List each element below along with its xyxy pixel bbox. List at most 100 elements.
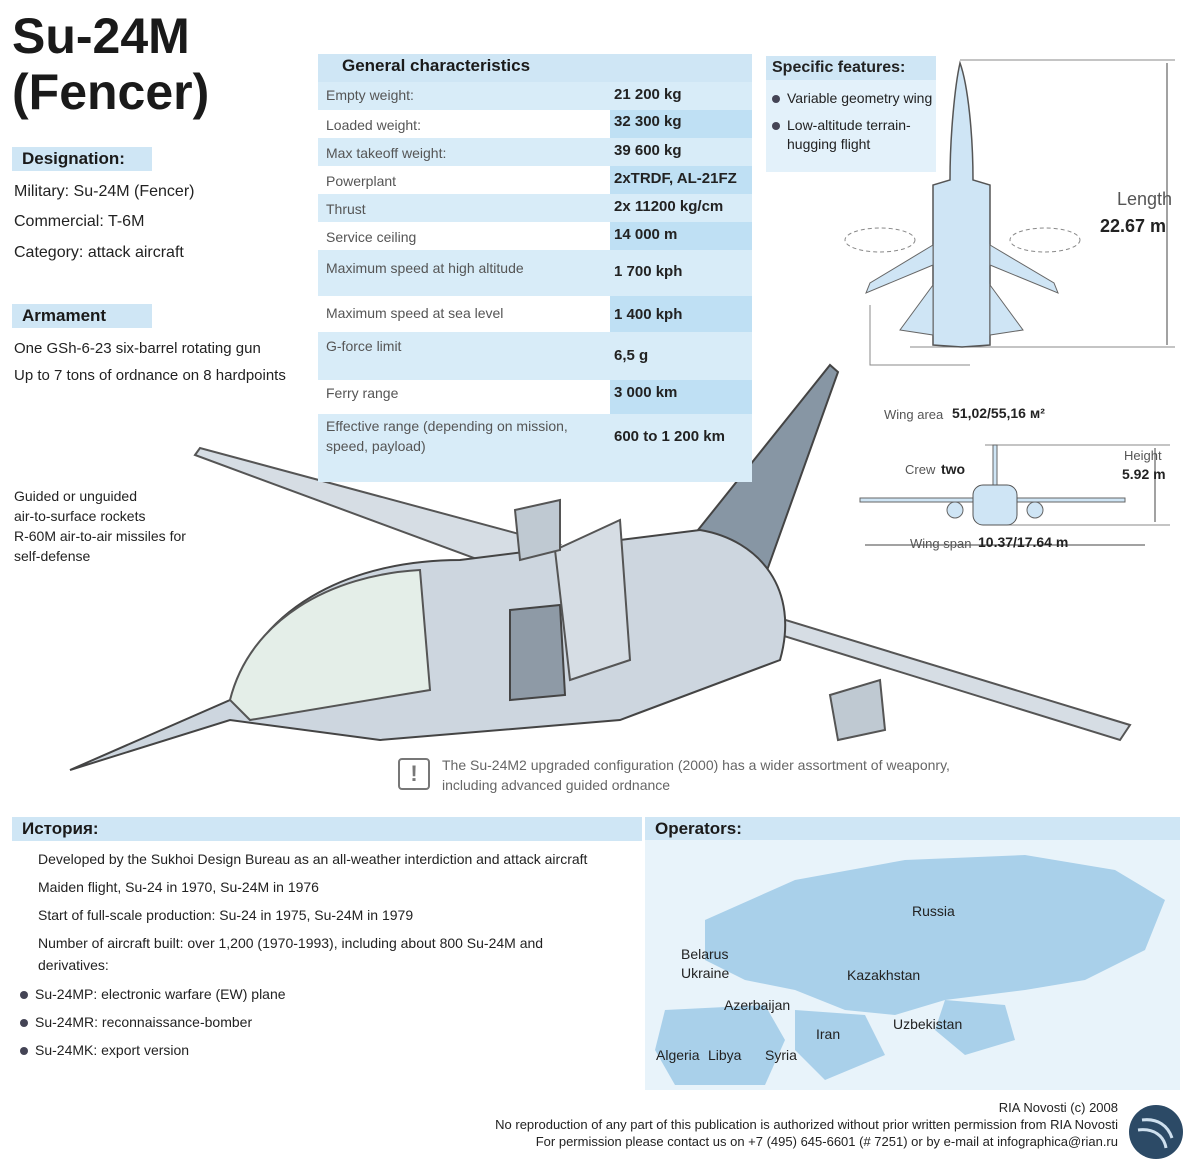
rockets-line: Guided or unguided — [14, 488, 137, 504]
row-label: Maximum speed at sea level — [326, 305, 504, 321]
row-value: 600 to 1 200 km — [614, 428, 725, 445]
armament-line: Up to 7 tons of ordnance on 8 hardpoints — [14, 367, 286, 384]
row-label: Loaded weight: — [326, 117, 421, 133]
table-row: Effective range (depending on mission, s… — [318, 414, 752, 482]
history-bullet: Su-24MR: reconnaissance-bomber — [20, 1013, 252, 1032]
bullet-icon — [20, 991, 28, 1000]
wing-span-value: 10.37/17.64 m — [978, 534, 1069, 550]
rockets-line: air-to-surface rockets — [14, 508, 146, 524]
designation-military: Military: Su-24M (Fencer) — [14, 183, 195, 200]
row-value: 3 000 km — [614, 384, 678, 401]
table-row: Empty weight: 21 200 kg — [318, 82, 752, 110]
table-row: Loaded weight: 32 300 kg — [318, 110, 752, 138]
title-line-1: Su-24M — [12, 8, 190, 64]
rockets-line: self-defense — [14, 548, 91, 564]
table-row: G-force limit 6,5 g — [318, 332, 752, 380]
row-value: 1 700 kph — [614, 263, 683, 280]
row-label: Max takeoff weight: — [326, 145, 447, 161]
row-value: 6,5 g — [614, 347, 649, 364]
row-value: 2xTRDF, AL-21FZ — [614, 170, 737, 187]
row-label: Empty weight: — [326, 87, 414, 103]
row-value: 1 400 kph — [614, 306, 683, 323]
aircraft-illustration — [69, 363, 1132, 771]
reproduction-notice: No reproduction of any part of this publ… — [495, 1117, 1118, 1132]
general-header: General characteristics — [318, 54, 752, 82]
general-characteristics-table: General characteristics Empty weight: 21 … — [318, 54, 752, 482]
bullet-text: Su-24MP: electronic warfare (EW) plane — [35, 986, 286, 1002]
feature-text: Variable geometry wing — [787, 90, 933, 106]
features-header: Specific features: — [766, 56, 936, 80]
specific-features-box: Specific features: Variable geometry win… — [766, 56, 936, 172]
crew-value: two — [941, 461, 966, 477]
note-line: The Su-24M2 upgraded configuration (2000… — [442, 757, 950, 773]
row-value: 39 600 kg — [614, 142, 682, 159]
operators-header: Operators: — [645, 817, 1180, 841]
wing-span-label: Wing span — [910, 536, 972, 551]
designation-header: Designation: — [12, 147, 152, 171]
row-value: 2x 11200 kg/cm — [614, 198, 724, 215]
history-header: История: — [12, 817, 642, 841]
country-russia: Russia — [912, 903, 955, 919]
designation-commercial: Commercial: T-6M — [14, 213, 145, 230]
map-landmass — [655, 855, 1165, 1085]
front-view-silhouette — [859, 444, 1170, 546]
contact-info: For permission please contact us on +7 (… — [535, 1134, 1118, 1149]
row-label: Effective range (depending on mission, s… — [326, 418, 568, 454]
bullet-icon — [772, 95, 780, 104]
height-label: Height — [1124, 448, 1162, 463]
table-row: Max takeoff weight: 39 600 kg — [318, 138, 752, 166]
feature-text: Low-altitude terrain-hugging flight — [787, 117, 911, 152]
history-line: Developed by the Sukhoi Design Bureau as… — [38, 851, 588, 867]
row-value: 14 000 m — [614, 226, 678, 243]
title-line-2: (Fencer) — [12, 64, 210, 120]
country-ukraine: Ukraine — [681, 965, 730, 981]
row-label: Thrust — [326, 201, 366, 217]
note-line: including advanced guided ordnance — [442, 777, 671, 793]
rockets-text: Guided or unguided air-to-surface rocket… — [14, 486, 186, 566]
bullet-icon — [20, 1047, 28, 1056]
crew-label: Crew — [905, 462, 936, 477]
country-iran: Iran — [816, 1026, 841, 1042]
country-syria: Syria — [765, 1047, 797, 1063]
table-row: Maximum speed at sea level 1 400 kph — [318, 296, 752, 332]
country-belarus: Belarus — [681, 946, 729, 962]
table-row: Ferry range 3 000 km — [318, 380, 752, 414]
armament-header: Armament — [12, 304, 152, 328]
feature-item: Variable geometry wing — [772, 89, 932, 108]
country-uzbekistan: Uzbekistan — [893, 1016, 963, 1032]
history-line: Maiden flight, Su-24 in 1970, Su-24M in … — [38, 879, 319, 895]
copyright: RIA Novosti (c) 2008 — [998, 1100, 1118, 1115]
bullet-icon — [772, 122, 780, 131]
bullet-text: Su-24MR: reconnaissance-bomber — [35, 1014, 253, 1030]
designation-category: Category: attack aircraft — [14, 244, 184, 261]
country-algeria: Algeria — [656, 1047, 700, 1063]
history-bullet: Su-24MK: export version — [20, 1041, 189, 1060]
history-line: derivatives: — [38, 957, 109, 973]
table-row: Thrust 2x 11200 kg/cm — [318, 194, 752, 222]
length-label: Length — [1117, 189, 1173, 209]
row-label: G-force limit — [326, 338, 402, 354]
armament-line: One GSh-6-23 six-barrel rotating gun — [14, 340, 261, 357]
top-view-silhouette — [844, 59, 1175, 366]
country-libya: Libya — [708, 1047, 742, 1063]
history-bullet: Su-24MP: electronic warfare (EW) plane — [20, 985, 286, 1004]
row-value: 32 300 kg — [614, 113, 682, 130]
country-azerbaijan: Azerbaijan — [724, 997, 791, 1013]
rockets-line: R-60M air-to-air missiles for — [14, 528, 186, 544]
row-value: 21 200 kg — [614, 86, 682, 103]
page-title: Su-24M (Fencer) — [12, 8, 209, 120]
row-label: Powerplant — [326, 173, 397, 189]
wing-area-label: Wing area — [884, 407, 944, 422]
history-line: Start of full-scale production: Su-24 in… — [38, 907, 414, 923]
length-value: 22.67 m — [1100, 216, 1167, 236]
bullet-icon — [20, 1019, 28, 1028]
table-row: Powerplant 2xTRDF, AL-21FZ — [318, 166, 752, 194]
history-line: Number of aircraft built: over 1,200 (19… — [38, 935, 544, 951]
ria-novosti-logo-icon — [1129, 1105, 1183, 1159]
operators-map — [645, 840, 1180, 1090]
wing-area-value: 51,02/55,16 м² — [952, 405, 1045, 421]
country-kazakhstan: Kazakhstan — [847, 967, 921, 983]
row-label: Ferry range — [326, 385, 399, 401]
